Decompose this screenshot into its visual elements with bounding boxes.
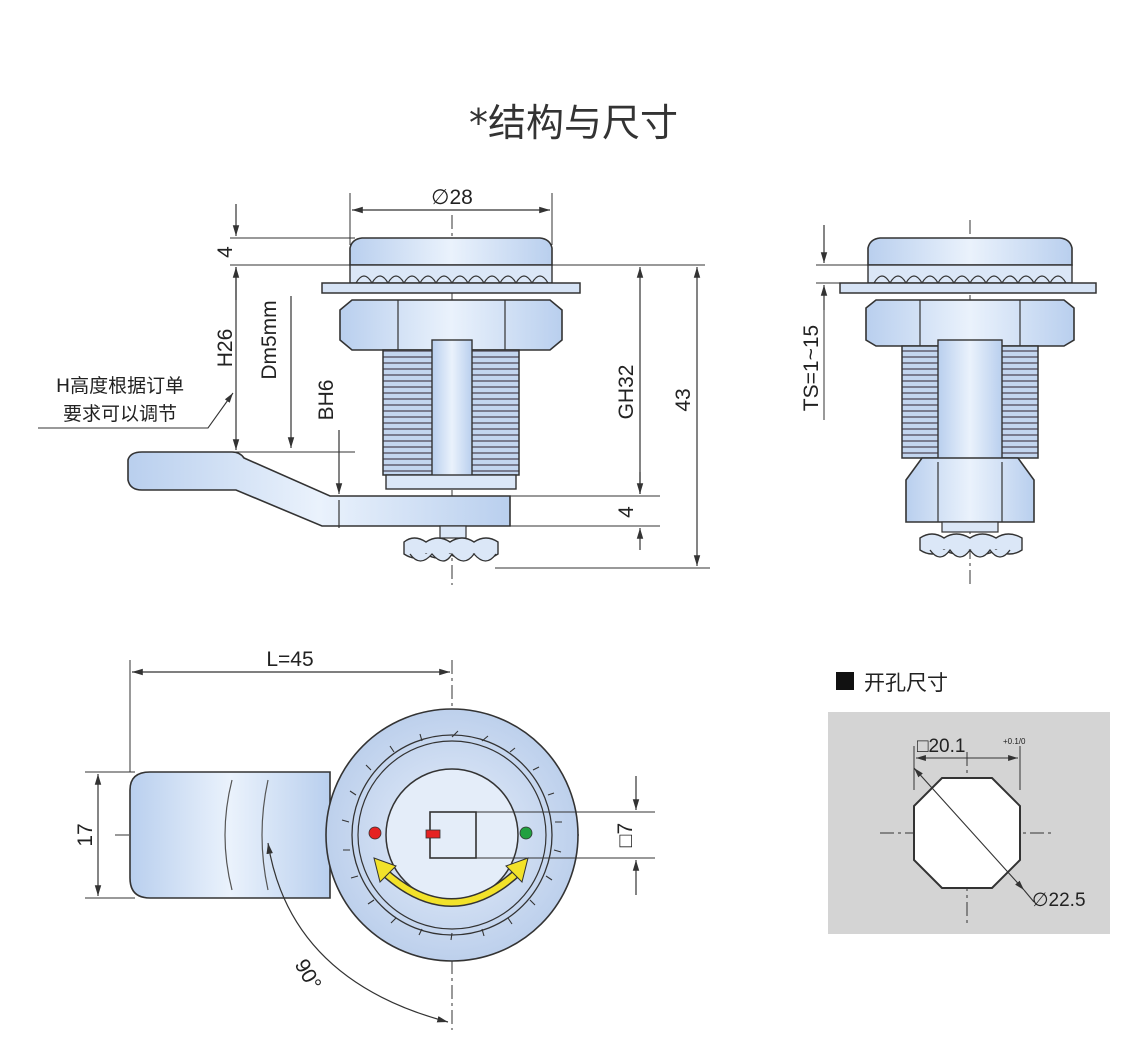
note-line-2: 要求可以调节 xyxy=(63,403,177,425)
front-cam-arm xyxy=(127,451,511,527)
dim-43: 43 xyxy=(672,388,695,411)
dim-gh32: GH32 xyxy=(615,365,638,420)
side-view: TS=1~15 xyxy=(800,220,1097,585)
dim-square-7: □7 xyxy=(614,823,637,847)
dim-dia-28: ∅28 xyxy=(431,186,473,209)
front-screw-head xyxy=(403,537,499,559)
side-flange xyxy=(839,282,1097,294)
indicator-red-dot xyxy=(368,826,382,840)
front-core xyxy=(431,339,473,489)
cutout-heading: 开孔尺寸 xyxy=(864,671,948,695)
bottom-view: L=45 17 □7 90° xyxy=(74,648,655,1030)
front-hex-nut xyxy=(339,299,563,351)
dim-dm5mm: Dm5mm xyxy=(258,300,281,379)
angle-arc xyxy=(266,842,449,1023)
note-leader xyxy=(38,392,234,429)
dim-length: L=45 xyxy=(266,648,313,671)
dim-angle: 90° xyxy=(290,955,326,994)
cutout-square-tolerance: +0.1/0 xyxy=(1003,737,1026,746)
side-hex-nut xyxy=(865,299,1075,347)
indicator-red-square xyxy=(425,829,441,839)
side-cam-block xyxy=(905,457,1035,523)
side-head xyxy=(867,237,1073,266)
dim-4-bottom: 4 xyxy=(615,506,638,518)
page-title: *结构与尺寸 xyxy=(468,101,678,145)
cutout-shape xyxy=(913,777,1021,889)
indicator-green-dot xyxy=(519,826,533,840)
dim-bh6: BH6 xyxy=(315,380,338,421)
dim-4-top: 4 xyxy=(214,246,237,258)
dim-ts: TS=1~15 xyxy=(800,325,823,411)
front-flange xyxy=(321,282,581,294)
bottom-inner-disc xyxy=(385,768,519,902)
cutout-panel: 开孔尺寸 □20.1 +0.1/0 ∅22.5 xyxy=(828,671,1110,934)
note-line-1: H高度根据订单 xyxy=(56,375,184,397)
cutout-dia-dim: ∅22.5 xyxy=(1032,890,1086,911)
dim-h26: H26 xyxy=(214,329,237,368)
cutout-square-dim: □20.1 xyxy=(917,736,965,757)
front-view: ∅28 4 H26 Dm5mm BH6 GH32 4 43 H高度根据订单 xyxy=(38,186,710,585)
dim-width: 17 xyxy=(74,823,97,846)
heading-bullet xyxy=(836,672,854,690)
front-head xyxy=(349,237,553,266)
